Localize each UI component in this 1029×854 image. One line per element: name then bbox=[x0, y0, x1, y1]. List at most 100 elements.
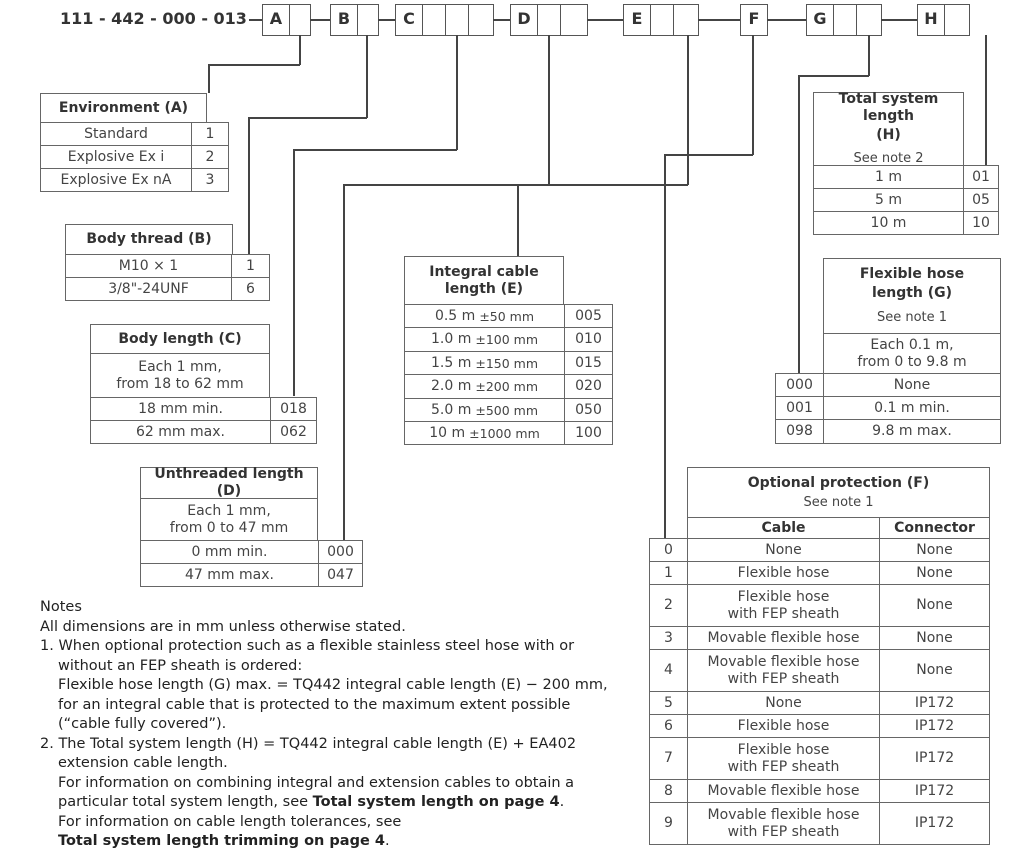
code-box-c bbox=[395, 4, 423, 36]
protection-cable: None bbox=[687, 538, 880, 562]
part-number-prefix: 111 - 442 - 000 - 013 bbox=[60, 9, 247, 28]
protection-connector: IP172 bbox=[879, 737, 990, 780]
code-box-g-3 bbox=[856, 4, 882, 36]
environment-title: Environment (A) bbox=[40, 93, 207, 123]
body-thread-code: 6 bbox=[231, 277, 270, 301]
connector-line-c bbox=[293, 149, 457, 151]
dash bbox=[698, 19, 740, 21]
cable-length-value: 0.5 m bbox=[434, 307, 476, 324]
dash bbox=[310, 19, 330, 21]
code-letter-d: D bbox=[517, 9, 531, 28]
total-length-title-line: (H) bbox=[876, 126, 901, 143]
total-length-option: 1 m bbox=[813, 165, 964, 189]
notes-line: All dimensions are in mm unless otherwis… bbox=[40, 618, 406, 635]
protection-cable: Movable flexible hose bbox=[687, 779, 880, 803]
protection-cable: Flexible hose bbox=[687, 714, 880, 738]
body-length-description: Each 1 mm, from 18 to 62 mm bbox=[90, 353, 270, 398]
body-length-title: Body length (C) bbox=[90, 324, 270, 354]
protection-cable: Movable flexible hose bbox=[687, 626, 880, 650]
connector-line-e bbox=[517, 184, 519, 256]
environment-code: 3 bbox=[191, 168, 229, 192]
cable-length-option: 1.5 m±150 mm bbox=[404, 351, 565, 375]
code-letter-f: F bbox=[748, 9, 760, 28]
protection-code: 3 bbox=[649, 626, 688, 650]
protection-cable-line: Flexible hose bbox=[737, 564, 830, 581]
connector-line-b bbox=[248, 117, 250, 277]
code-letter-b: B bbox=[337, 9, 351, 28]
notes-line: without an FEP sheath is ordered: bbox=[58, 657, 303, 674]
total-length-title: Total system length (H) See note 2 bbox=[813, 91, 964, 166]
protection-cable-line: None bbox=[765, 541, 802, 558]
protection-cable-line: Flexible hose bbox=[737, 717, 830, 734]
total-length-option: 5 m bbox=[813, 188, 964, 212]
code-box-d-3 bbox=[560, 4, 588, 36]
cable-length-tolerance: ±150 mm bbox=[475, 355, 539, 371]
protection-connector: IP172 bbox=[879, 714, 990, 738]
protection-connector: IP172 bbox=[879, 691, 990, 715]
protection-code: 7 bbox=[649, 737, 688, 780]
cable-length-tolerance: ±200 mm bbox=[475, 379, 539, 394]
flex-hose-option: 0.1 m min. bbox=[823, 396, 1001, 420]
code-box-c-3 bbox=[445, 4, 469, 36]
protection-cable-line: Movable flexible hose bbox=[707, 629, 860, 646]
connector-line-e bbox=[687, 35, 689, 185]
protection-cable-line: Movable flexible hose bbox=[707, 782, 860, 799]
notes-line: for an integral cable that is protected … bbox=[58, 696, 571, 713]
notes-line: 1. When optional protection such as a fl… bbox=[40, 638, 575, 654]
total-length-code: 01 bbox=[963, 165, 999, 189]
protection-cable: Flexible hose bbox=[687, 561, 880, 585]
protection-connector: IP172 bbox=[879, 802, 990, 845]
flex-hose-desc-line: Each 0.1 m, bbox=[870, 336, 954, 353]
protection-code: 9 bbox=[649, 802, 688, 845]
unthreaded-length-option: 0 mm min. bbox=[140, 540, 319, 564]
col-header-connector: Connector bbox=[879, 517, 990, 539]
notes-line: (“cable fully covered”). bbox=[58, 716, 227, 732]
total-system-length-link[interactable]: Total system length on page 4 bbox=[312, 794, 560, 810]
connector-line-d bbox=[343, 184, 345, 540]
environment-option: Explosive Ex i bbox=[40, 145, 192, 169]
code-letter-a: A bbox=[269, 9, 283, 28]
cable-length-tolerance: ±50 mm bbox=[479, 308, 535, 324]
unthreaded-length-code: 000 bbox=[318, 540, 363, 564]
code-box-g-2 bbox=[833, 4, 857, 36]
cable-length-value: 2.0 m bbox=[430, 378, 472, 395]
environment-code: 1 bbox=[191, 122, 229, 146]
code-box-c-2 bbox=[422, 4, 446, 36]
connector-line-f bbox=[664, 154, 753, 156]
connector-line-g bbox=[798, 75, 869, 77]
body-length-option: 18 mm min. bbox=[90, 397, 271, 421]
connector-line-a bbox=[299, 35, 301, 65]
protection-cable-line: with FEP sheath bbox=[727, 823, 840, 840]
notes-line: Flexible hose length (G) max. = TQ442 in… bbox=[58, 677, 608, 693]
protection-connector: None bbox=[879, 561, 990, 585]
body-thread-title: Body thread (B) bbox=[65, 224, 233, 255]
notes: Notes All dimensions are in mm unless ot… bbox=[40, 598, 608, 852]
optional-protection-title: Optional protection (F) See note 1 bbox=[687, 467, 990, 518]
notes-text: particular total system length, see bbox=[58, 794, 313, 810]
notes-line: Total system length trimming on page 4. bbox=[40, 832, 608, 852]
code-box-e-3 bbox=[673, 4, 699, 36]
connector-line-c bbox=[293, 149, 295, 396]
total-length-code: 10 bbox=[963, 211, 999, 235]
code-box-e bbox=[623, 4, 651, 36]
protection-code: 8 bbox=[649, 779, 688, 803]
cable-length-code: 015 bbox=[564, 351, 613, 375]
body-length-option: 62 mm max. bbox=[90, 420, 271, 444]
cable-length-tolerance: ±100 mm bbox=[475, 332, 539, 347]
length-trimming-link[interactable]: Total system length trimming on page 4 bbox=[58, 833, 385, 849]
cable-length-value: 5.0 m bbox=[430, 401, 472, 418]
code-box-c-4 bbox=[468, 4, 494, 36]
connector-line-b bbox=[366, 35, 368, 118]
code-box-b-2 bbox=[357, 4, 379, 36]
protection-cable-line: None bbox=[765, 694, 802, 711]
protection-connector: None bbox=[879, 584, 990, 627]
cable-length-option: 5.0 m±500 mm bbox=[404, 398, 565, 422]
body-length-desc-line: Each 1 mm, bbox=[138, 358, 222, 375]
cable-length-code: 010 bbox=[564, 327, 613, 352]
notes-text: . bbox=[559, 794, 565, 810]
flex-hose-title-line: length (G) bbox=[871, 285, 953, 302]
notes-line: For information on combining integral an… bbox=[58, 774, 575, 791]
